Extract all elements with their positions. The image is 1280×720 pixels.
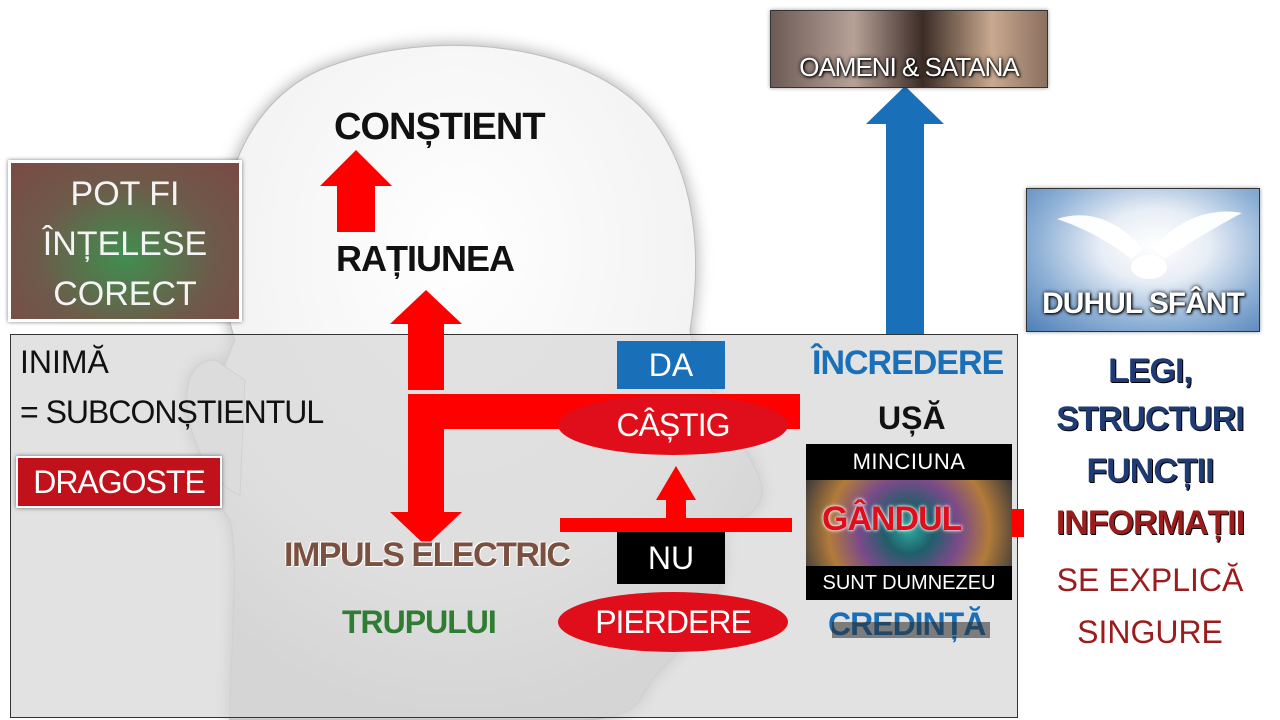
label-constient: CONȘTIENT (334, 106, 546, 148)
arrow-up-gain (656, 466, 696, 520)
arrow-up-ratiunea (390, 290, 462, 390)
heart-title-2: = SUBCONȘTIENTUL (20, 394, 324, 430)
label-functions: FUNCȚII (1086, 452, 1214, 490)
spirit-image: DUHUL SFÂNT (1026, 188, 1260, 332)
label-impulse: IMPULS ELECTRIC (284, 536, 571, 574)
arrow-shaft-blue (886, 120, 924, 334)
label-door: UȘĂ (878, 400, 946, 436)
spirit-label: DUHUL SFÂNT (1042, 287, 1245, 320)
arrow-head-down (390, 512, 462, 546)
label-explain-2: SINGURE (1077, 614, 1223, 650)
dove-icon (1057, 211, 1242, 279)
claim-bar: SUNT DUMNEZEU (806, 566, 1012, 600)
label-trust: ÎNCREDERE (812, 344, 1004, 382)
people-image: OAMENI & SATANA (770, 10, 1048, 88)
yes-badge: DA (617, 341, 725, 389)
arrow-bar-no (560, 518, 792, 532)
gain-ellipse: CÂȘTIG (558, 395, 788, 455)
label-thought: GÂNDUL (822, 500, 962, 538)
people-label: OAMENI & SATANA (799, 52, 1020, 82)
label-laws: LEGI, (1108, 352, 1193, 390)
arrow-up-constient (320, 150, 392, 232)
no-badge: NU (617, 532, 725, 584)
label-body: TRUPULUI (342, 604, 497, 640)
understood-line-3: CORECT (53, 275, 197, 313)
label-structures: STRUCTURI (1056, 400, 1244, 438)
heart-title-1: INIMĂ (20, 344, 109, 380)
arrow-head-blue (866, 86, 944, 124)
understood-line-1: POT FI (70, 175, 180, 213)
loss-ellipse: PIERDERE (558, 592, 788, 652)
label-ratiunea: RAȚIUNEA (336, 238, 515, 279)
label-information: INFORMAȚII (1055, 504, 1245, 542)
arrow-shaft-down (408, 400, 444, 528)
understood-line-2: ÎNȚELESE (42, 225, 208, 263)
lie-bar: MINCIUNA (806, 444, 1012, 480)
understood-box: POT FI ÎNȚELESE CORECT (8, 160, 242, 322)
faith-underline (832, 622, 990, 638)
label-explain-1: SE EXPLICĂ (1056, 562, 1244, 598)
love-badge: DRAGOSTE (16, 456, 222, 508)
